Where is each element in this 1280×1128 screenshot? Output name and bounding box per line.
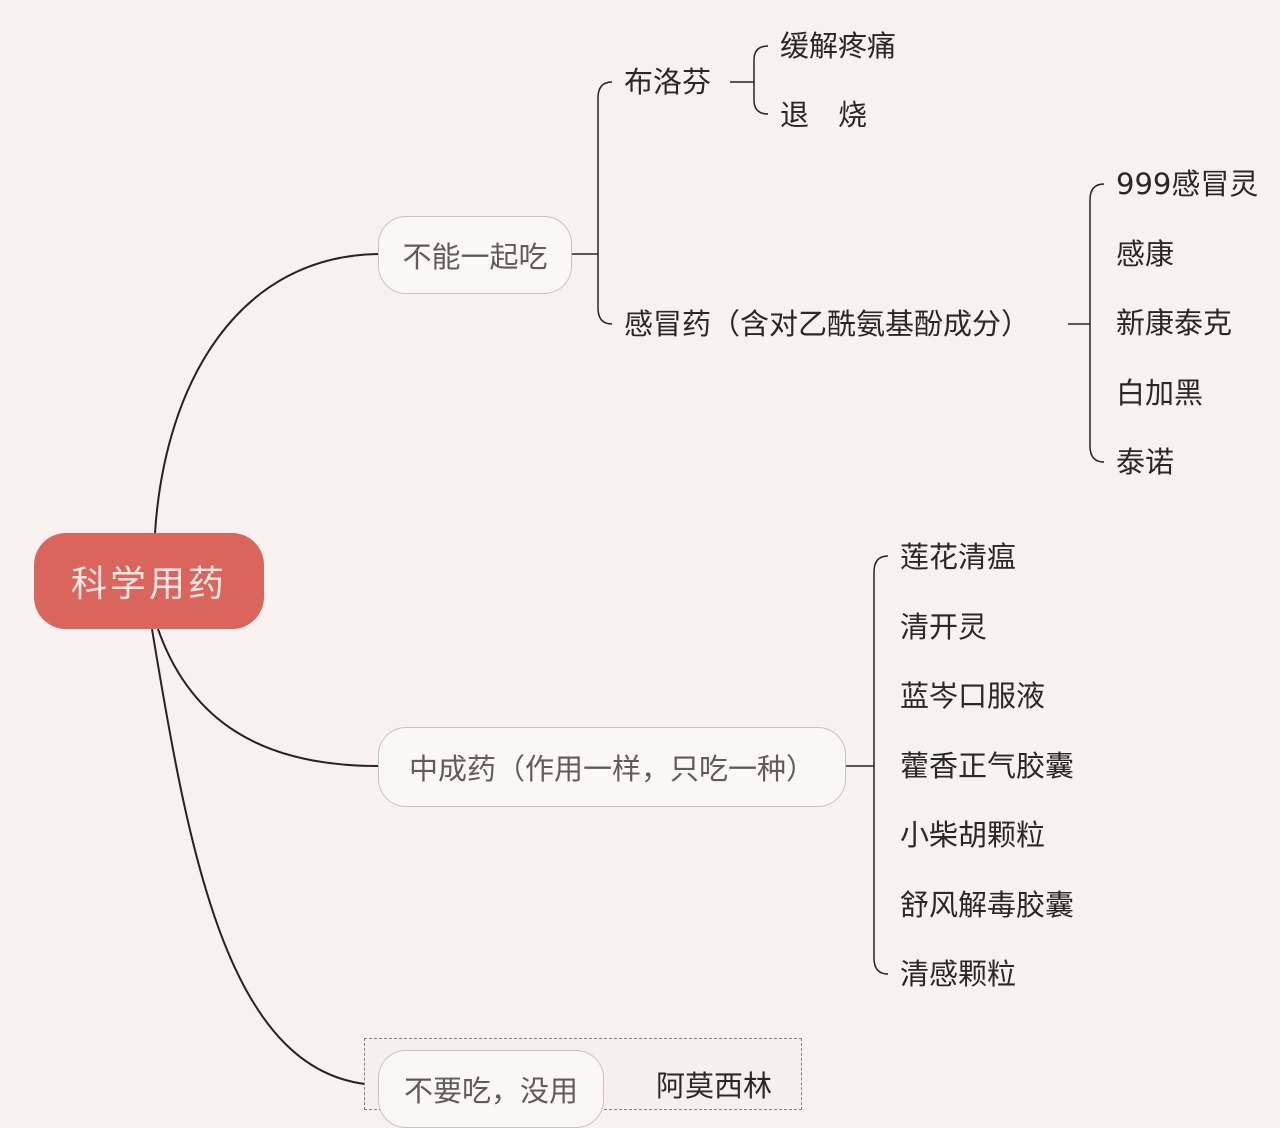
leaf-lianhua[interactable]: 莲花清瘟 xyxy=(900,540,1017,574)
leaf-baijiahei[interactable]: 白加黑 xyxy=(1116,376,1204,410)
bracket-ibuprofen xyxy=(753,45,769,115)
branch-node-cannot-combine[interactable]: 不能一起吃 xyxy=(378,216,572,294)
leaf-qingkailing[interactable]: 清开灵 xyxy=(900,610,988,644)
leaf-999[interactable]: 999感冒灵 xyxy=(1116,167,1259,201)
connector-root-branch2 xyxy=(157,628,379,767)
leaf-qinggan[interactable]: 清感颗粒 xyxy=(900,957,1017,991)
branch-label: 中成药（作用一样，只吃一种） xyxy=(408,752,815,786)
bracket-cold xyxy=(1089,183,1105,463)
leaf-lancen[interactable]: 蓝岑口服液 xyxy=(900,679,1046,713)
leaf-shufeng[interactable]: 舒风解毒胶囊 xyxy=(900,888,1075,922)
connector-root-branch1 xyxy=(154,253,379,534)
bracket-branch1 xyxy=(597,81,613,325)
branch-label: 不能一起吃 xyxy=(402,240,548,274)
bracket-branch2 xyxy=(873,555,889,975)
leaf-tainuo[interactable]: 泰诺 xyxy=(1116,445,1175,479)
leaf-gankang[interactable]: 感康 xyxy=(1116,237,1175,271)
root-label: 科学用药 xyxy=(70,564,227,605)
leaf-fever[interactable]: 退 烧 xyxy=(780,98,868,132)
subnode-ibuprofen[interactable]: 布洛芬 xyxy=(624,65,712,99)
leaf-huoxiang[interactable]: 藿香正气胶囊 xyxy=(900,749,1075,783)
leaf-xinkangtaike[interactable]: 新康泰克 xyxy=(1116,306,1233,340)
branch-node-chinese-medicine[interactable]: 中成药（作用一样，只吃一种） xyxy=(378,727,846,807)
branch-label: 不要吃，没用 xyxy=(403,1074,578,1108)
root-node[interactable]: 科学用药 xyxy=(34,533,264,629)
subnode-cold-medicine[interactable]: 感冒药（含对乙酰氨基酚成分） xyxy=(624,307,1031,341)
branch-node-useless[interactable]: 不要吃，没用 xyxy=(378,1050,604,1128)
leaf-xiaochaihu[interactable]: 小柴胡颗粒 xyxy=(900,818,1046,852)
leaf-pain-relief[interactable]: 缓解疼痛 xyxy=(780,29,897,63)
leaf-amoxicillin[interactable]: 阿莫西林 xyxy=(656,1069,773,1103)
connector-root-branch3 xyxy=(151,628,379,1086)
